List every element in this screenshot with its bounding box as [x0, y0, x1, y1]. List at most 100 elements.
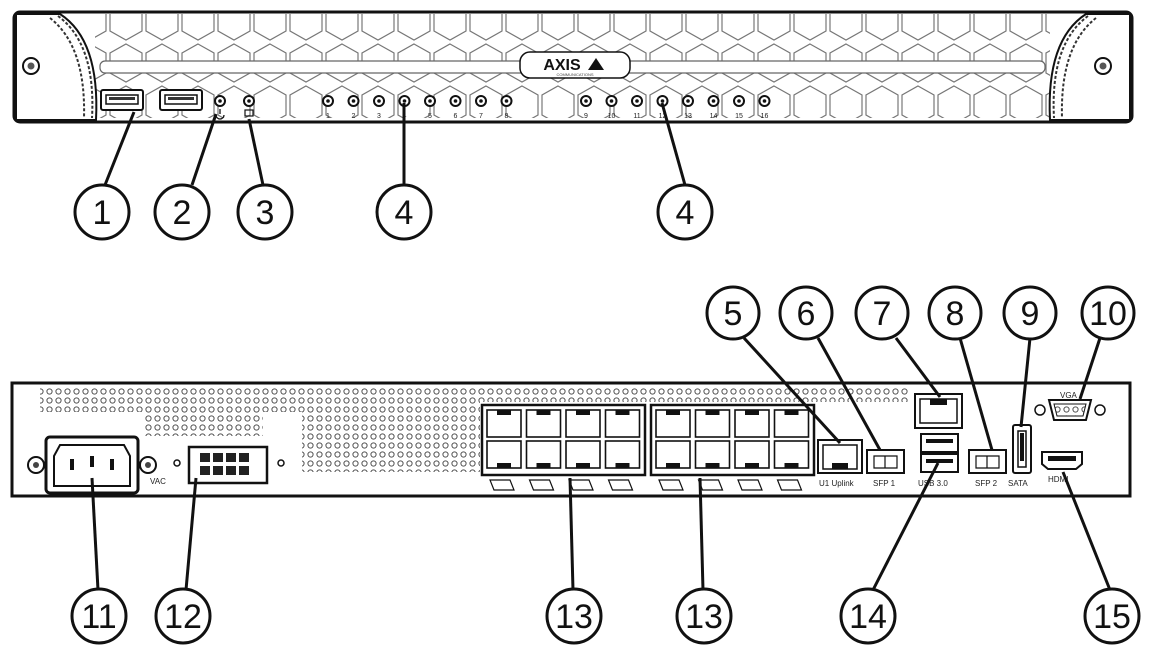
power-connector-block[interactable]: [173, 445, 285, 485]
callout-5: 5: [705, 285, 761, 341]
svg-text:13: 13: [555, 598, 593, 636]
management-port[interactable]: [914, 393, 963, 429]
leader-3: [247, 118, 265, 186]
rj45-port[interactable]: [694, 440, 731, 469]
callout-2: 2: [153, 183, 211, 241]
rj45-port[interactable]: [525, 440, 562, 469]
rj45-port[interactable]: [734, 409, 770, 438]
callout-12: 12: [154, 587, 212, 645]
power-led: [214, 95, 226, 120]
rj45-port[interactable]: [486, 440, 522, 469]
leader-12: [184, 477, 198, 591]
rj45-port[interactable]: [604, 440, 641, 469]
callout-4-right: 4: [656, 183, 714, 241]
callout-1: 1: [73, 183, 131, 241]
sfp1-port[interactable]: [866, 449, 905, 474]
port-led-14: 14: [707, 95, 720, 120]
svg-text:14: 14: [849, 598, 887, 636]
vent-area-mid-left: [143, 412, 263, 436]
front-usb-port-2[interactable]: [159, 89, 203, 111]
svg-text:10: 10: [1089, 295, 1127, 333]
hdmi-port[interactable]: [1041, 451, 1083, 470]
sata-port[interactable]: [1012, 424, 1032, 474]
sfp2-label: SFP 2: [975, 479, 998, 488]
uplink-port[interactable]: [817, 439, 863, 474]
sfp1-label: SFP 1: [873, 479, 896, 488]
port-tag: [776, 479, 803, 491]
rj45-port[interactable]: [604, 409, 641, 438]
port-tag: [658, 479, 684, 491]
back-panel: VAC U1 Uplink: [10, 381, 1132, 498]
callout-7: 7: [854, 285, 910, 341]
port-led-10: 10: [605, 95, 618, 120]
port-led-5: 5: [424, 95, 436, 120]
leader-2: [190, 113, 218, 186]
port-led-9: 9: [580, 95, 592, 120]
port-led-label: 8: [505, 113, 509, 120]
uplink-label: U1 Uplink: [819, 479, 855, 488]
svg-text:1: 1: [93, 194, 112, 232]
port-tag: [697, 479, 724, 491]
usb3-port-2[interactable]: [920, 453, 959, 473]
leader-6: [816, 337, 882, 451]
svg-text:13: 13: [685, 598, 723, 636]
status-led: [243, 95, 255, 117]
leader-lines: [90, 102, 1112, 591]
front-usb-port-1[interactable]: [100, 89, 144, 111]
port-led-15: 15: [733, 95, 745, 120]
front-left-handle: [15, 13, 98, 121]
usb3-port-1[interactable]: [920, 433, 959, 453]
port-led-label: 15: [735, 113, 743, 120]
vga-label: VGA: [1060, 391, 1078, 400]
svg-text:3: 3: [256, 194, 275, 232]
vga-port[interactable]: [1034, 399, 1106, 421]
port-led-label: 11: [633, 113, 640, 120]
port-led-label: 14: [710, 113, 718, 120]
svg-text:12: 12: [164, 598, 202, 636]
svg-text:15: 15: [1093, 598, 1131, 636]
port-led-11: 11: [631, 95, 643, 120]
leader-10: [1078, 337, 1102, 400]
leader-13a: [568, 477, 575, 591]
rj45-port[interactable]: [694, 409, 731, 438]
port-led-13: 13: [682, 95, 694, 120]
callout-13-right: 13: [675, 587, 733, 645]
callout-15: 15: [1083, 587, 1141, 645]
rj45-port[interactable]: [773, 440, 810, 469]
logo-triangle-icon: [588, 58, 604, 70]
callout-11: 11: [70, 587, 128, 645]
rj45-port[interactable]: [525, 409, 562, 438]
leader-13b: [698, 477, 705, 591]
port-led-label: 2: [352, 113, 356, 120]
rj45-port[interactable]: [655, 409, 691, 438]
callout-6: 6: [778, 285, 834, 341]
port-led-6: 6: [449, 95, 462, 120]
sfp2-port[interactable]: [968, 449, 1007, 474]
status-icon: [244, 109, 254, 117]
rj45-port[interactable]: [773, 409, 810, 438]
port-led-label: 5: [428, 113, 432, 120]
port-tag: [528, 479, 555, 491]
leader-5: [742, 336, 842, 445]
leader-11: [90, 477, 100, 591]
power-inlet[interactable]: [27, 435, 157, 495]
rj45-port[interactable]: [734, 440, 770, 469]
leader-15: [1061, 471, 1112, 591]
svg-text:7: 7: [873, 295, 892, 333]
rj45-port[interactable]: [565, 440, 601, 469]
front-right-handle: [1048, 13, 1131, 121]
rj45-port[interactable]: [655, 440, 691, 469]
brand-logo: AXIS: [543, 57, 581, 74]
svg-text:4: 4: [676, 194, 695, 232]
leader-9: [1019, 337, 1032, 428]
rj45-port[interactable]: [565, 409, 601, 438]
port-led-label: 16: [761, 113, 769, 120]
vac-label: VAC: [150, 477, 166, 486]
rj45-port[interactable]: [486, 409, 522, 438]
leader-1: [103, 111, 136, 186]
